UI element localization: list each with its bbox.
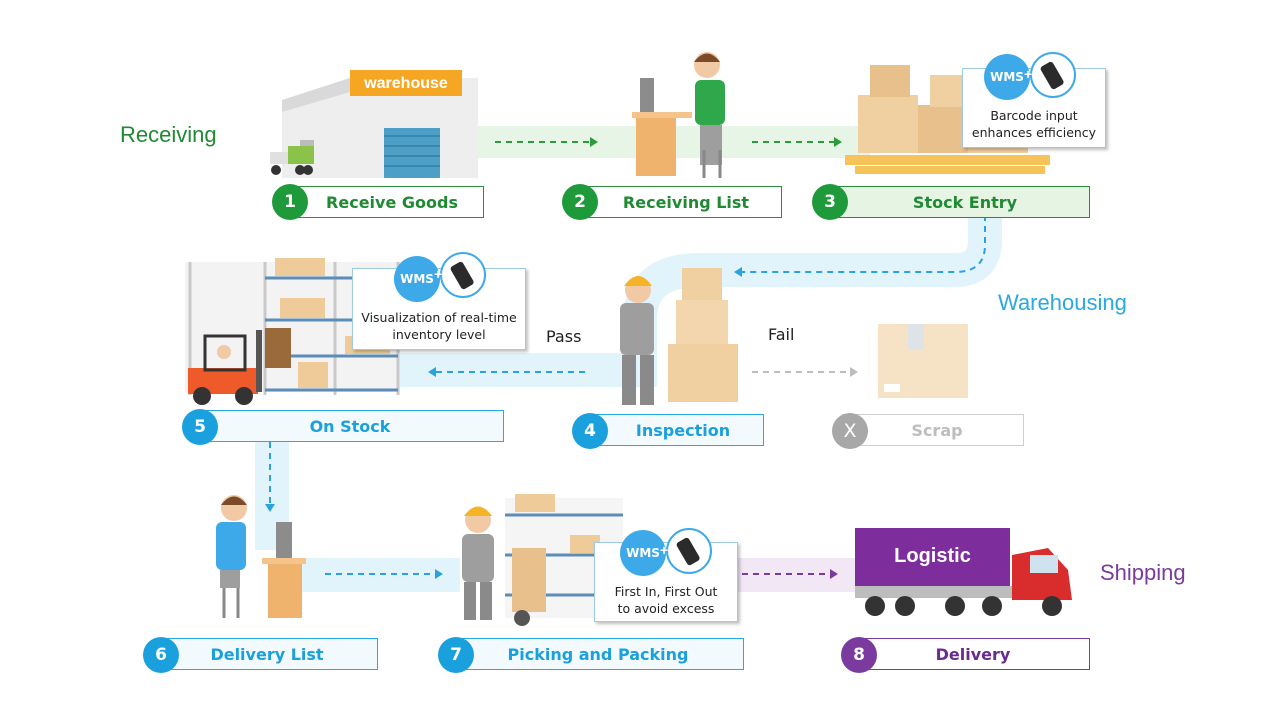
scanner-icon <box>1030 52 1076 98</box>
arrowhead <box>834 137 842 147</box>
scrap-box-illustration <box>878 324 968 398</box>
delivery-clerk-illustration <box>216 495 306 618</box>
callout-line: First In, First Out <box>614 584 718 599</box>
step-label-receive-goods: Receive Goods <box>282 186 484 218</box>
section-title-warehousing: Warehousing <box>998 290 1127 315</box>
flow-fail-label: Fail <box>768 325 795 344</box>
step-number-6: 6 <box>143 637 179 673</box>
callout-line: Visualization of real-time <box>361 310 517 325</box>
callout-line: enhances efficiency <box>971 125 1097 140</box>
wms-badge-icon: WMS <box>620 530 666 576</box>
step-label-text: Scrap <box>911 420 963 440</box>
step-label-text: Stock Entry <box>912 192 1018 212</box>
step-number-4: 4 <box>572 413 608 449</box>
step-label-text: Receive Goods <box>326 192 458 212</box>
callout-line: inventory level <box>392 327 486 342</box>
warehouse-illustration <box>270 70 478 178</box>
step-number-8: 8 <box>841 637 877 673</box>
shipping-band-2 <box>730 558 860 592</box>
step-number-x: X <box>832 413 868 449</box>
step-number-2: 2 <box>562 184 598 220</box>
step-label-text: Picking and Packing <box>507 644 689 664</box>
clerk-illustration <box>632 52 725 178</box>
callout-line: to avoid excess <box>617 601 715 616</box>
step-label-delivery-list: Delivery List <box>156 638 378 670</box>
step-label-picking-packing: Picking and Packing <box>452 638 744 670</box>
step-label-stock-entry: Stock Entry <box>822 186 1090 218</box>
section-title-receiving: Receiving <box>120 122 217 147</box>
truck-illustration <box>855 528 1072 616</box>
truck-sign-text: Logistic <box>894 544 971 567</box>
step-label-scrap: Scrap <box>842 414 1024 446</box>
plus-icon: + <box>660 542 669 558</box>
wms-callout-picking: First In, First Out to avoid excess <box>594 542 738 622</box>
warehouse-sign-text: warehouse <box>364 75 448 92</box>
step-label-text: Delivery List <box>210 644 324 664</box>
step-label-text: Inspection <box>635 420 731 440</box>
step-label-text: On Stock <box>309 416 391 436</box>
step-label-text: Receiving List <box>622 192 750 212</box>
callout-line: Barcode input <box>990 108 1078 123</box>
flow-pass-label: Pass <box>546 327 582 346</box>
step-label-on-stock: On Stock <box>196 410 504 442</box>
plus-icon: + <box>1024 66 1033 82</box>
step-label-text: Delivery <box>935 644 1011 664</box>
step-label-delivery: Delivery <box>856 638 1090 670</box>
step-number-3: 3 <box>812 184 848 220</box>
wms-badge-icon: WMS <box>394 256 440 302</box>
section-title-shipping: Shipping <box>1100 560 1186 585</box>
arrowhead <box>590 137 598 147</box>
scanner-icon <box>666 528 712 574</box>
plus-icon: + <box>434 266 443 282</box>
step-number-5: 5 <box>182 409 218 445</box>
step-number-1: 1 <box>272 184 308 220</box>
step-label-inspection: Inspection <box>584 414 764 446</box>
inspector-illustration <box>620 268 738 405</box>
scanner-icon <box>440 252 486 298</box>
step-label-receiving-list: Receiving List <box>572 186 782 218</box>
step-number-7: 7 <box>438 637 474 673</box>
wms-badge-icon: WMS <box>984 54 1030 100</box>
